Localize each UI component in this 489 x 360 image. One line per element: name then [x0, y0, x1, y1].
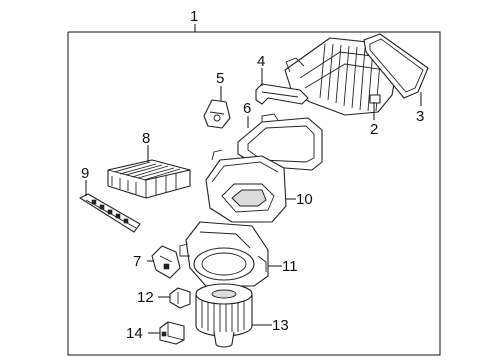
- assembly-frame: [67, 24, 441, 356]
- callout-9: 9: [81, 165, 89, 182]
- resistor-connector: [147, 245, 181, 279]
- callout-7: 7: [133, 253, 141, 270]
- filter-cover-strip: [79, 180, 141, 233]
- callout-13: 13: [272, 317, 289, 334]
- callout-11: 11: [282, 258, 298, 275]
- lower-blower-case: [179, 221, 282, 287]
- blower-motor-fan: [195, 283, 272, 348]
- motor-connector: [148, 321, 185, 345]
- callout-2: 2: [370, 121, 378, 138]
- callout-12: 12: [137, 289, 154, 306]
- cabin-air-filter: [107, 145, 191, 199]
- clip-connector: [158, 287, 191, 309]
- callout-1: 1: [190, 8, 198, 25]
- callout-14: 14: [126, 325, 143, 342]
- upper-blower-case: [205, 149, 296, 223]
- bracket: [255, 68, 309, 105]
- callout-10: 10: [296, 191, 313, 208]
- callout-5: 5: [216, 70, 224, 87]
- gasket-seal: [363, 33, 429, 106]
- callout-3: 3: [416, 108, 424, 125]
- callout-4: 4: [257, 53, 265, 70]
- callout-6: 6: [243, 100, 251, 117]
- actuator-mount: [203, 86, 231, 129]
- callout-8: 8: [142, 130, 150, 147]
